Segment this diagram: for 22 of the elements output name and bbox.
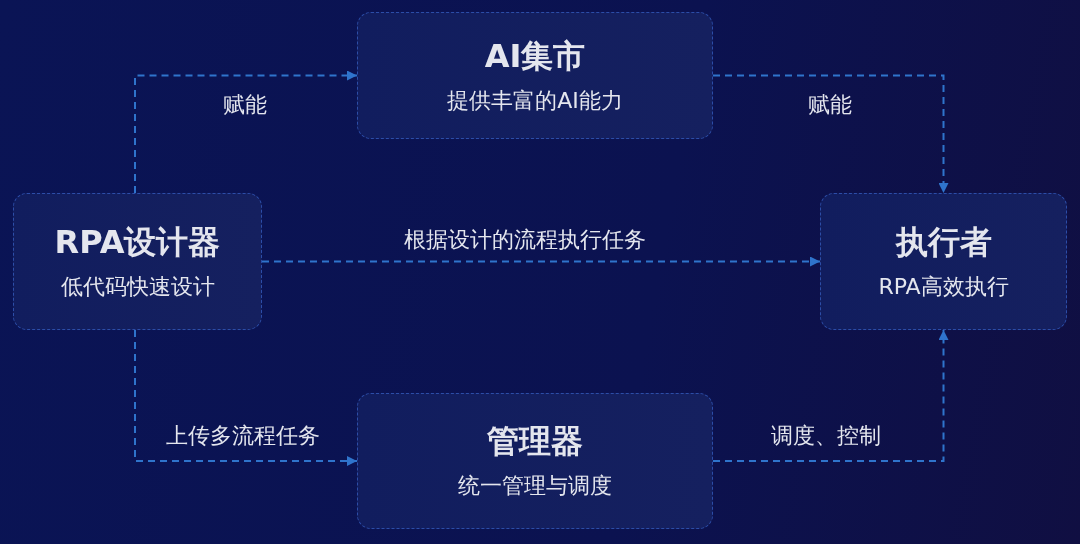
edge-label: 调度、控制 (771, 422, 881, 450)
process-box (820, 193, 1067, 330)
arrow (712, 329, 949, 462)
box-title: 执行者 (895, 221, 992, 262)
process-box (357, 12, 713, 139)
process-box (357, 393, 713, 529)
edge-label: 赋能 (223, 91, 267, 119)
box-title: AI集市 (484, 35, 586, 76)
arrow (134, 70, 358, 194)
box-title: 管理器 (487, 421, 583, 461)
edge-label: 根据设计的流程执行任务 (404, 226, 646, 254)
arrow (712, 74, 949, 194)
arrow (134, 329, 358, 466)
box-title: RPA设计器 (54, 221, 221, 262)
box-subtitle: 提供丰富的AI能力 (447, 86, 623, 115)
box-subtitle: 统一管理与调度 (458, 472, 612, 500)
edge-label: 赋能 (808, 91, 852, 119)
box-subtitle: 低代码快速设计 (60, 272, 215, 301)
edge-label: 上传多流程任务 (166, 422, 320, 450)
arrow (261, 256, 821, 267)
process-box (13, 193, 262, 330)
box-subtitle: RPA高效执行 (878, 272, 1009, 301)
